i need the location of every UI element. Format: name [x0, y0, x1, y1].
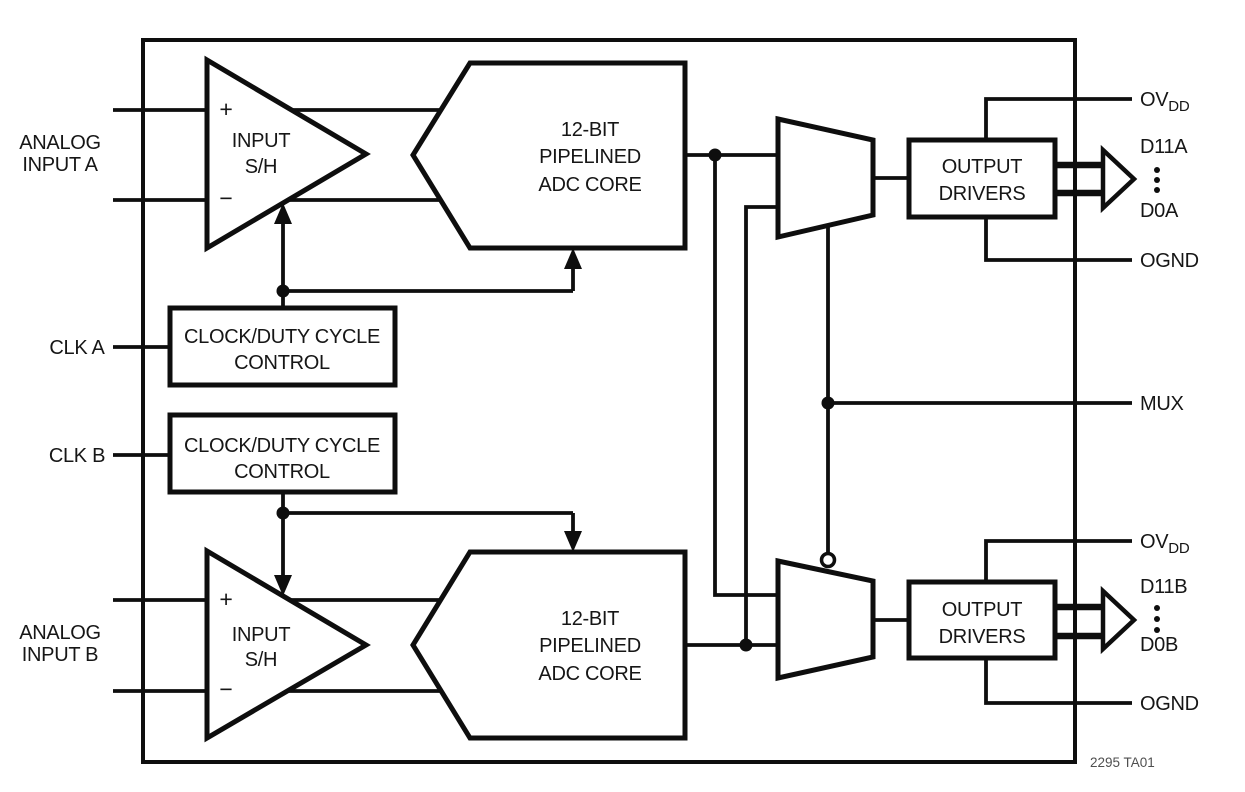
- wire-ovdd-b: [984, 539, 1132, 582]
- clock-a-sh-arrow-icon: [274, 203, 292, 224]
- sh-a-minus-sign: −: [219, 185, 232, 211]
- input-sh-a-amp: [204, 55, 371, 253]
- ellipsis-dot-b3: [1154, 627, 1160, 633]
- clock-b-label-line2: CONTROL: [234, 461, 330, 483]
- wire-bus-b-to-mux-a: [744, 205, 778, 645]
- pin-label-ognd-a: OGND: [1140, 250, 1199, 272]
- wire-clock-a-to-adc: [283, 264, 575, 293]
- clock-b-adc-arrow-icon: [564, 531, 582, 552]
- output-drivers-b-box: [906, 579, 1058, 661]
- mux-b-trapezoid: [775, 557, 876, 682]
- adc-b-label-line3: ADC CORE: [538, 663, 641, 685]
- ellipsis-dot-a1: [1154, 167, 1160, 173]
- adc-core-b-block: [410, 549, 688, 741]
- pin-label-analog-a-line2: INPUT A: [22, 154, 98, 176]
- ellipsis-dot-a2: [1154, 177, 1160, 183]
- clock-a-label-line1: CLOCK/DUTY CYCLE: [184, 326, 380, 348]
- data-bus-b: [1055, 585, 1160, 655]
- sh-a-label-line1: INPUT: [232, 130, 291, 152]
- wires-channel-b: [113, 453, 1132, 705]
- drivers-a-label-line1: OUTPUT: [942, 156, 1023, 178]
- pin-label-d11a: D11A: [1140, 136, 1188, 158]
- mux-select-net: [819, 225, 1132, 569]
- wire-ognd-b: [984, 658, 1132, 705]
- pin-label-analog-b-line2: INPUT B: [22, 644, 98, 666]
- inverter-bubble: [819, 551, 837, 569]
- input-sh-b-amp: [204, 546, 371, 743]
- pin-label-d0a: D0A: [1140, 200, 1179, 222]
- sh-b-label-line1: INPUT: [232, 624, 291, 646]
- clock-a-label-line2: CONTROL: [234, 352, 330, 374]
- clock-b-sh-arrow-icon: [274, 575, 292, 596]
- junction-dot-adc-b-out: [739, 638, 753, 652]
- clock-control-a-box: [167, 305, 398, 388]
- output-drivers-a-box: [906, 137, 1058, 220]
- clock-a-adc-arrow-icon: [564, 248, 582, 269]
- sh-b-minus-sign: −: [219, 676, 232, 702]
- adc-a-label-line3: ADC CORE: [538, 174, 641, 196]
- adc-a-label-line2: PIPELINED: [539, 146, 641, 168]
- junction-dot-adc-a-out: [708, 148, 722, 162]
- ellipsis-dot-b1: [1154, 605, 1160, 611]
- drivers-a-label-line2: DRIVERS: [939, 183, 1026, 205]
- figure-caption: 2295 TA01: [1090, 755, 1155, 770]
- pin-label-ovdd-a: OVDD: [1140, 89, 1190, 115]
- wire-ognd-a: [984, 217, 1132, 262]
- ellipsis-dot-a3: [1154, 187, 1160, 193]
- pin-label-analog-b-line1: ANALOG: [19, 622, 101, 644]
- pin-label-mux: MUX: [1140, 393, 1184, 415]
- junction-dot-mux-select: [821, 396, 835, 410]
- clock-b-label-line1: CLOCK/DUTY CYCLE: [184, 435, 380, 457]
- drivers-b-label-line2: DRIVERS: [939, 626, 1026, 648]
- pin-label-d0b: D0B: [1140, 634, 1178, 656]
- adc-a-label-line1: 12-BIT: [561, 119, 619, 141]
- bus-arrow-b-icon: [1100, 585, 1138, 655]
- wire-bus-a-to-mux-b: [713, 155, 778, 597]
- clock-control-b-box: [167, 412, 398, 495]
- pin-label-ovdd-b: OVDD: [1140, 531, 1190, 557]
- adc-b-label-line2: PIPELINED: [539, 635, 641, 657]
- pin-label-d11b: D11B: [1140, 576, 1187, 598]
- pin-label-ognd-b: OGND: [1140, 693, 1199, 715]
- ellipsis-dot-b2: [1154, 616, 1160, 622]
- drivers-b-label-line1: OUTPUT: [942, 599, 1023, 621]
- adc-b-label-line1: 12-BIT: [561, 608, 619, 630]
- pin-label-clk-b: CLK B: [49, 445, 105, 467]
- bus-arrow-a-icon: [1100, 144, 1138, 214]
- bus-lines-b: [1055, 603, 1102, 640]
- junction-dot-clock-b: [276, 506, 290, 520]
- wire-clock-b-to-adc: [283, 511, 575, 537]
- sh-a-plus-sign: +: [219, 96, 232, 122]
- pin-label-analog-a-line1: ANALOG: [19, 132, 101, 154]
- sh-b-label-line2: S/H: [245, 649, 277, 671]
- pin-label-clk-a: CLK A: [49, 337, 105, 359]
- sh-b-plus-sign: +: [219, 586, 232, 612]
- chip-boundary: [141, 38, 1077, 764]
- bus-lines-a: [1055, 161, 1102, 197]
- mux-a-trapezoid: [775, 115, 876, 241]
- junction-dot-clock-a: [276, 284, 290, 298]
- data-bus-a: [1055, 144, 1160, 214]
- sh-a-label-line2: S/H: [245, 156, 277, 178]
- wire-ovdd-a: [984, 97, 1132, 140]
- adc-core-a-block: [410, 60, 688, 251]
